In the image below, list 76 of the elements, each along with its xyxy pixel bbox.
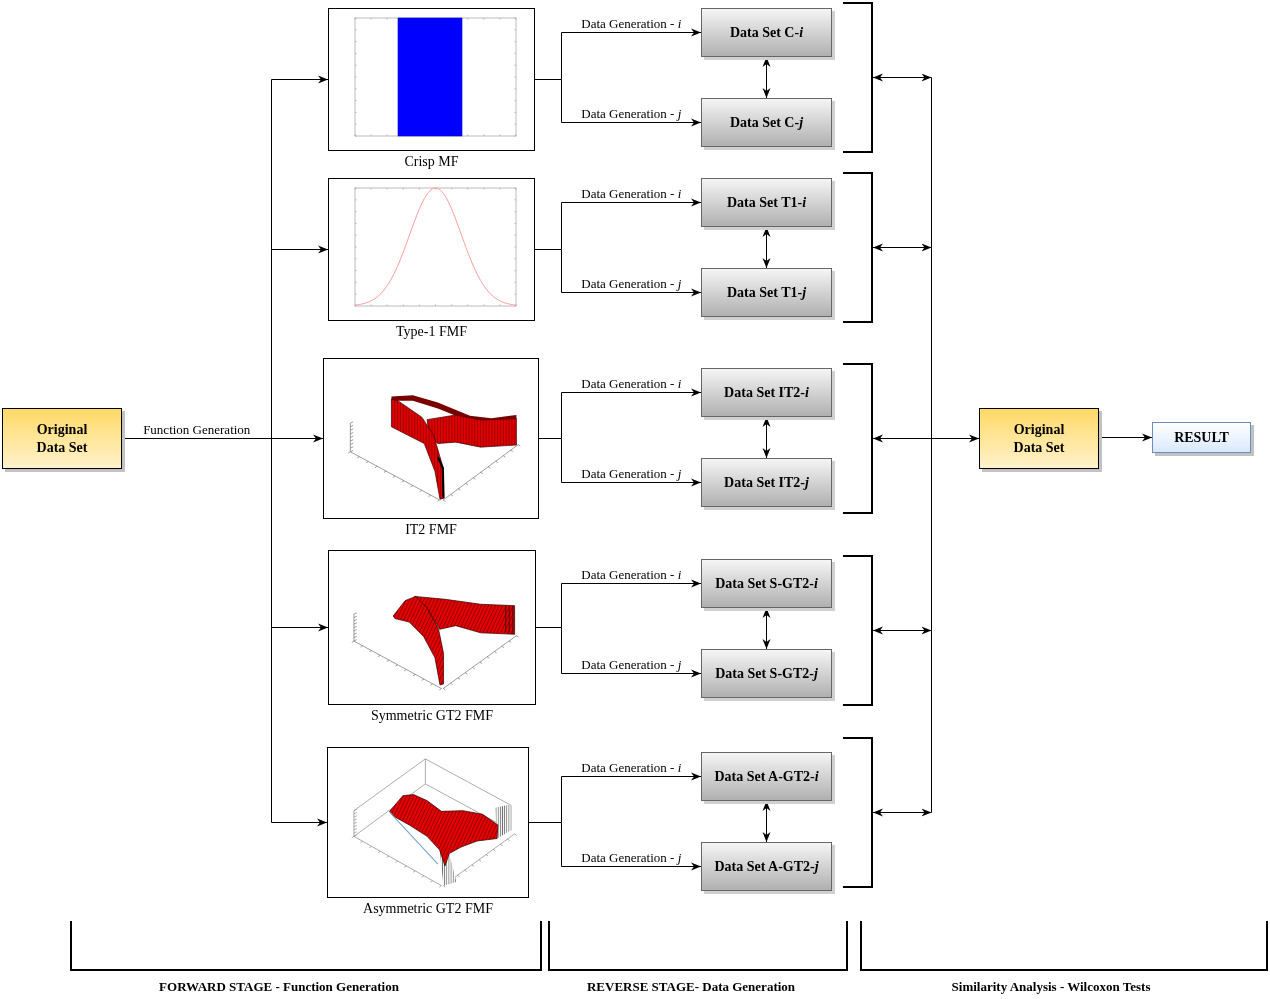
- arrow: [561, 438, 702, 487]
- connector-line: [538, 438, 562, 439]
- bracket: [843, 737, 873, 888]
- arrow: [271, 623, 329, 632]
- connector-line: [535, 627, 562, 628]
- double-arrow: [872, 243, 932, 252]
- plot-picture: [323, 358, 539, 519]
- node-label: RESULT: [1174, 428, 1229, 447]
- arrow: [561, 198, 702, 250]
- connector-line: [931, 247, 932, 439]
- arrow: [561, 249, 702, 297]
- node-label: Original Data Set: [35, 420, 89, 457]
- connector-line: [271, 438, 272, 628]
- stage-label: REVERSE STAGE- Data Generation: [586, 979, 796, 994]
- plot-caption: Symmetric GT2 FMF: [370, 708, 494, 724]
- connector-line: [931, 438, 932, 631]
- process-box: [701, 8, 832, 57]
- connector-line: [931, 77, 932, 248]
- process-box: [701, 178, 832, 227]
- arrow: [931, 434, 980, 443]
- arrow: [561, 579, 702, 628]
- connector-line: [534, 79, 562, 80]
- plot-picture: [328, 8, 535, 151]
- arrow: [271, 434, 324, 443]
- bracket: [843, 2, 873, 153]
- plot-caption: IT2 FMF: [405, 522, 457, 538]
- node-label: Data Set T1-i: [726, 193, 807, 212]
- arrow: [561, 28, 702, 80]
- node-label: Data Set A-GT2-i: [714, 767, 819, 786]
- bracket: [843, 363, 873, 514]
- process-box: [701, 268, 832, 317]
- node-label: Data Set C-i: [729, 23, 804, 42]
- double-arrow: [872, 626, 932, 635]
- process-box: [701, 649, 832, 698]
- double-arrow: [872, 808, 932, 817]
- bracket: [843, 555, 873, 706]
- arrow: [271, 75, 329, 250]
- arrow: [561, 772, 702, 823]
- bracket: [843, 172, 873, 323]
- process-box: [701, 98, 832, 147]
- plot-picture: [328, 178, 535, 321]
- connector-line: [528, 822, 562, 823]
- node-label: Data Set C-j: [729, 113, 804, 132]
- node-label: Data Set S-GT2-i: [715, 574, 818, 593]
- result-box: [1152, 422, 1251, 453]
- process-box: [701, 752, 832, 801]
- connector-line: [271, 249, 272, 439]
- double-arrow: [872, 73, 932, 82]
- stage-label: Similarity Analysis - Wilcoxon Tests: [951, 979, 1151, 994]
- node-label: Data Set A-GT2-j: [714, 857, 819, 876]
- arrow: [561, 79, 702, 127]
- connector-line: [931, 630, 932, 813]
- data-box: [979, 408, 1099, 469]
- node-label: Data Set IT2-j: [724, 473, 809, 492]
- arrow: [271, 627, 328, 827]
- arrow: [561, 627, 702, 678]
- arrow: [561, 388, 702, 439]
- node-label: Data Set T1-j: [726, 283, 807, 302]
- process-box: [701, 458, 832, 507]
- plot-picture: [328, 550, 536, 705]
- arrow: [561, 822, 702, 871]
- connector-line: [534, 249, 562, 250]
- node-label: Data Set IT2-i: [724, 383, 809, 402]
- process-box: [701, 842, 832, 891]
- arrow: [872, 434, 932, 443]
- plot-caption: Asymmetric GT2 FMF: [363, 901, 493, 917]
- stage-label: FORWARD STAGE - Function Generation: [159, 979, 399, 994]
- plot-caption: Crisp MF: [404, 154, 459, 170]
- node-label: Data Set S-GT2-j: [715, 664, 818, 683]
- process-box: [701, 368, 832, 417]
- data-box: [2, 408, 122, 469]
- process-box: [701, 559, 832, 608]
- plot-picture: [327, 747, 529, 898]
- plot-caption: Type-1 FMF: [396, 324, 467, 340]
- arrow: [271, 245, 329, 254]
- node-label: Original Data Set: [1012, 420, 1066, 457]
